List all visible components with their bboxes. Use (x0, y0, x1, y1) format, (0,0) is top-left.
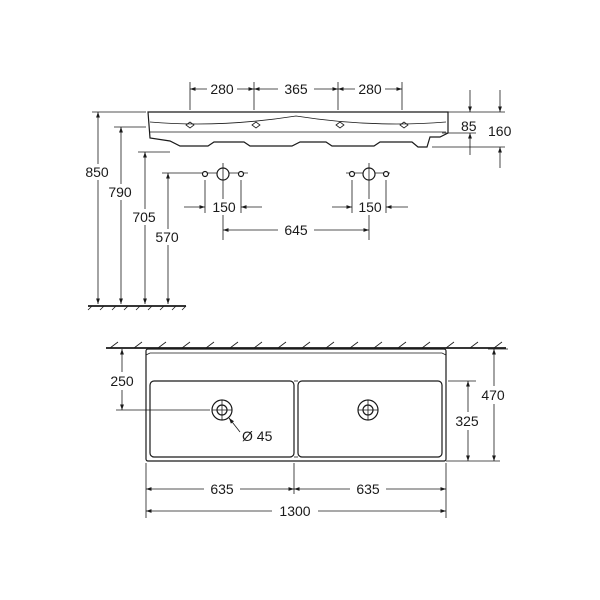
basin-bowl-curve (149, 115, 447, 125)
dim-850: 850 (85, 164, 109, 180)
dim-365: 365 (284, 81, 308, 97)
bowl-left (149, 380, 295, 458)
dim-790: 790 (108, 184, 132, 200)
top-view: 250 Ø 45 470 325 (104, 341, 510, 519)
dim-280-right: 280 (358, 81, 382, 97)
dim-1300: 1300 (279, 503, 310, 519)
dim-635-left: 635 (210, 481, 234, 497)
dim-150-left: 150 (212, 199, 236, 215)
dim-150-right: 150 (358, 199, 382, 215)
dim-diameter-45: Ø 45 (242, 428, 273, 444)
wall-line (106, 341, 506, 349)
dim-470: 470 (481, 387, 505, 403)
basin-side-outline (147, 111, 449, 148)
side-view: 280 365 280 85 160 (82, 80, 512, 311)
depth-right-dimensions: 470 325 (446, 348, 510, 462)
dim-325: 325 (455, 413, 479, 429)
basin-tap-marks (185, 121, 409, 129)
tap-center-dimension: 645 (223, 222, 369, 238)
floor-line (87, 305, 187, 311)
supply-connections-right: 150 (332, 163, 408, 240)
dim-250: 250 (110, 373, 134, 389)
supply-connections-left: 150 (184, 163, 262, 240)
dim-160: 160 (488, 123, 512, 139)
dim-570: 570 (155, 229, 179, 245)
dim-705: 705 (132, 209, 156, 225)
dim-280-left: 280 (210, 81, 234, 97)
drain-diameter-callout: Ø 45 (228, 417, 273, 444)
bottom-width-dimensions: 635 635 1300 (145, 463, 447, 519)
top-width-dimensions: 280 365 280 (189, 80, 403, 110)
drain-left (211, 399, 233, 421)
height-dimensions: 850 790 705 570 (82, 111, 200, 304)
depth-dimensions: 85 160 (432, 90, 512, 168)
dim-85: 85 (461, 118, 477, 134)
depth-250-dimension: 250 (104, 349, 210, 411)
dim-635-right: 635 (356, 481, 380, 497)
drain-right (357, 399, 379, 421)
bowl-right (297, 380, 443, 458)
basin-back-edge (145, 352, 447, 356)
dim-645: 645 (284, 222, 308, 238)
basin-top-outline (145, 348, 447, 462)
